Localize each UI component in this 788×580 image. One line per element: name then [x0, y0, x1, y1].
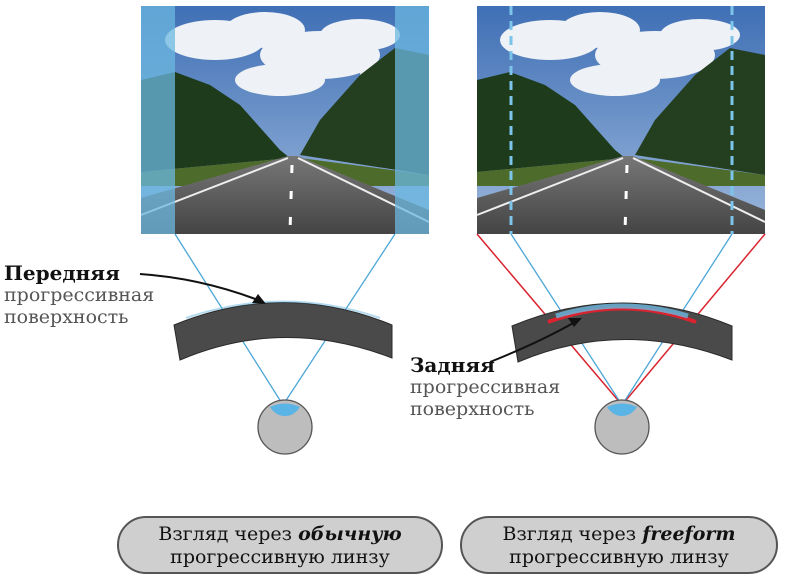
- back-surface-arrow: [489, 318, 582, 363]
- caption-conventional-lens: Взгляд через обычную прогрессивную линзу: [117, 516, 443, 574]
- caption-right-line2: прогрессивную линзу: [509, 546, 729, 568]
- back-label-line3: поверхность: [410, 398, 535, 420]
- front-surface-arrow: [139, 273, 266, 304]
- caption-left-emphasis: обычную: [298, 523, 402, 545]
- left-trees-left: [141, 72, 290, 172]
- caption-left-prefix: Взгляд через: [158, 523, 299, 545]
- front-label-title: Передняя: [4, 261, 120, 285]
- right-road-photo: [476, 6, 766, 234]
- right-back-surface-red: [547, 306, 697, 324]
- caption-right-emphasis: freeform: [642, 523, 736, 545]
- caption-freeform-lens: Взгляд через freeform прогрессивную линз…: [460, 516, 778, 574]
- left-lens: [173, 302, 393, 361]
- caption-left-line2: прогрессивную линзу: [170, 546, 390, 568]
- front-label-line3: поверхность: [4, 306, 129, 328]
- right-trees-left: [477, 72, 625, 172]
- caption-right-prefix: Взгляд через: [502, 523, 643, 545]
- left-front-surface: [185, 300, 381, 319]
- back-label-title: Задняя: [410, 353, 495, 377]
- back-label-line2: прогрессивная: [410, 376, 561, 398]
- right-road: [477, 156, 765, 234]
- left-blur-zone-left: [141, 6, 175, 234]
- right-back-surface-blue: [555, 303, 689, 319]
- left-road-photo: [140, 6, 430, 234]
- left-road: [141, 156, 429, 234]
- front-label-line2: прогрессивная: [4, 284, 155, 306]
- front-surface-label: Передняя прогрессивная поверхность: [4, 262, 154, 328]
- left-eye: [257, 399, 313, 455]
- back-surface-label: Задняя прогрессивная поверхность: [410, 354, 560, 420]
- right-eye: [594, 399, 650, 455]
- left-blur-zone-right: [395, 6, 429, 234]
